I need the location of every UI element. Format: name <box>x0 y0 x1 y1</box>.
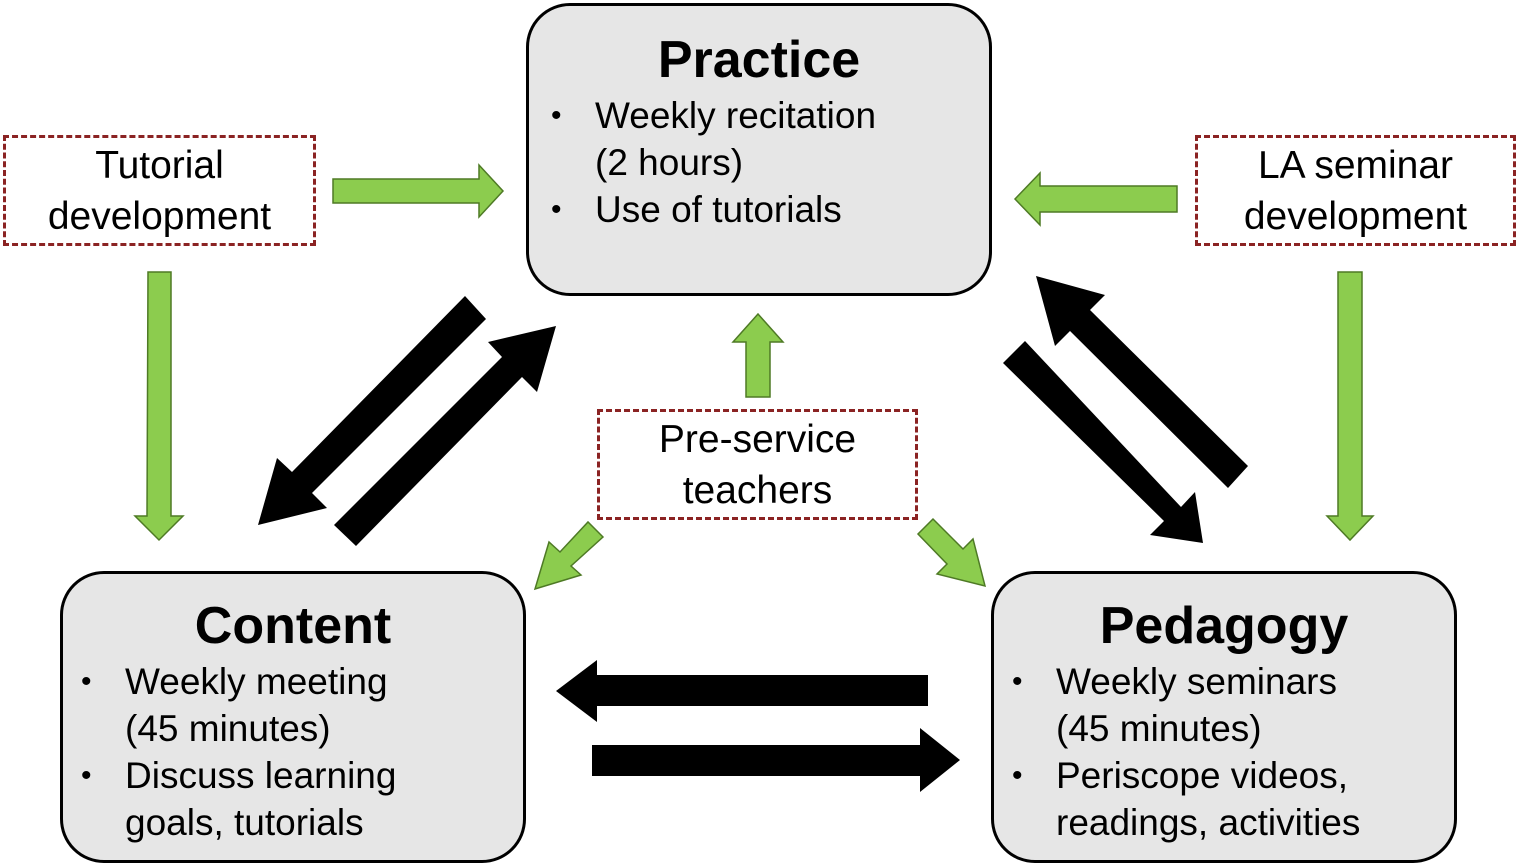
practice-title: Practice <box>657 31 861 89</box>
list-item: Weekly meeting (45 minutes) <box>63 658 523 752</box>
pedagogy-title: Pedagogy <box>1099 597 1349 655</box>
list-item: Use of tutorials <box>533 186 989 233</box>
list-item-line: Weekly meeting <box>125 661 388 702</box>
list-item-line: readings, activities <box>1056 802 1361 843</box>
practice-list: Weekly recitation (2 hours) Use of tutor… <box>533 92 989 233</box>
list-item: Discuss learning goals, tutorials <box>63 752 523 846</box>
pedagogy-list: Weekly seminars (45 minutes) Periscope v… <box>994 658 1454 846</box>
list-item-line: goals, tutorials <box>125 802 364 843</box>
label-line: LA seminar <box>1257 143 1454 187</box>
la-seminar-development-label: LA seminar development <box>1244 140 1467 242</box>
list-item-line: (45 minutes) <box>1056 708 1262 749</box>
arrow-la-seminar-to-pedagogy <box>1325 271 1375 542</box>
list-item-line: Weekly seminars <box>1056 661 1338 702</box>
list-item-line: Periscope videos, <box>1056 755 1349 796</box>
arrow-content-to-pedagogy <box>592 728 960 792</box>
preservice-teachers-label: Pre-service teachers <box>659 414 856 516</box>
label-line: Tutorial <box>95 143 224 187</box>
practice-box: Practice Weekly recitation (2 hours) Use… <box>526 3 992 296</box>
arrow-content-to-practice <box>334 326 556 546</box>
arrow-tutorial-to-content <box>133 271 185 542</box>
list-item-line: (45 minutes) <box>125 708 331 749</box>
arrow-preservice-to-pedagogy <box>916 517 987 588</box>
arrow-preservice-to-practice <box>731 312 785 398</box>
pedagogy-box: Pedagogy Weekly seminars (45 minutes) Pe… <box>991 571 1457 863</box>
list-item: Weekly recitation (2 hours) <box>533 92 989 186</box>
preservice-teachers-box: Pre-service teachers <box>597 409 918 520</box>
arrow-preservice-to-content <box>533 520 605 591</box>
label-line: development <box>1243 194 1468 238</box>
arrow-la-seminar-to-practice <box>1013 171 1178 227</box>
list-item-line: Discuss learning <box>125 755 397 796</box>
arrow-practice-to-content <box>258 296 486 525</box>
la-seminar-development-box: LA seminar development <box>1195 135 1516 246</box>
arrow-practice-to-pedagogy <box>1003 341 1203 543</box>
list-item-line: (2 hours) <box>595 142 744 183</box>
tutorial-development-box: Tutorial development <box>3 135 316 246</box>
content-box: Content Weekly meeting (45 minutes) Disc… <box>60 571 526 863</box>
arrow-pedagogy-to-content <box>556 660 928 722</box>
list-item: Weekly seminars (45 minutes) <box>994 658 1454 752</box>
label-line: development <box>47 194 272 238</box>
content-list: Weekly meeting (45 minutes) Discuss lear… <box>63 658 523 846</box>
list-item-line: Weekly recitation <box>595 95 877 136</box>
tutorial-development-label: Tutorial development <box>48 140 271 242</box>
content-title: Content <box>194 597 392 655</box>
label-line: teachers <box>682 468 833 512</box>
arrow-pedagogy-to-practice <box>1036 276 1248 488</box>
list-item: Periscope videos, readings, activities <box>994 752 1454 846</box>
label-line: Pre-service <box>658 417 857 461</box>
list-item-line: Use of tutorials <box>595 189 842 230</box>
arrow-tutorial-to-practice <box>332 163 505 219</box>
